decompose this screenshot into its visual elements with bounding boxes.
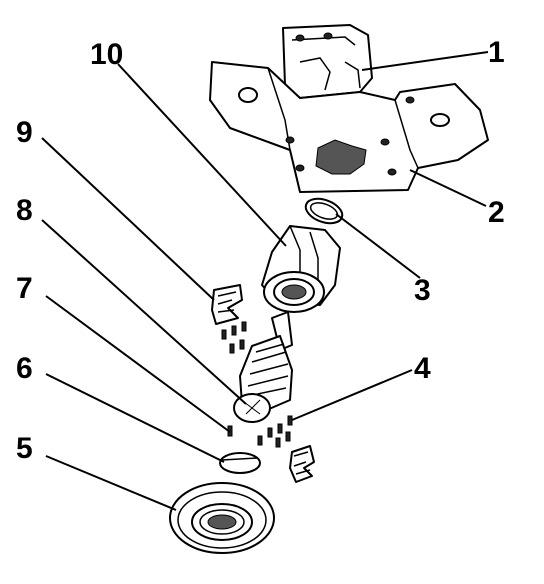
callout-8: 8 xyxy=(16,194,33,227)
callout-4: 4 xyxy=(414,352,431,385)
pins-and-springs xyxy=(227,415,293,448)
callout-6: 6 xyxy=(16,352,33,385)
callout-9: 9 xyxy=(16,116,33,149)
callout-1: 1 xyxy=(488,36,505,69)
callout-labels: 1 2 3 4 5 6 7 8 9 10 xyxy=(16,36,505,465)
mounting-bracket xyxy=(209,24,489,193)
cylinder-cap xyxy=(219,452,261,474)
tumbler-set-lower xyxy=(289,445,315,483)
lock-cylinder xyxy=(233,311,293,423)
callout-7: 7 xyxy=(16,272,33,305)
callout-10: 10 xyxy=(90,38,123,71)
lock-housing xyxy=(261,225,341,313)
leader-lines xyxy=(41,51,489,511)
callout-2: 2 xyxy=(488,196,505,229)
bezel xyxy=(169,482,275,554)
retaining-ring xyxy=(304,197,344,225)
tumbler-set xyxy=(211,284,247,354)
callout-3: 3 xyxy=(414,274,431,307)
callout-5: 5 xyxy=(16,432,33,465)
